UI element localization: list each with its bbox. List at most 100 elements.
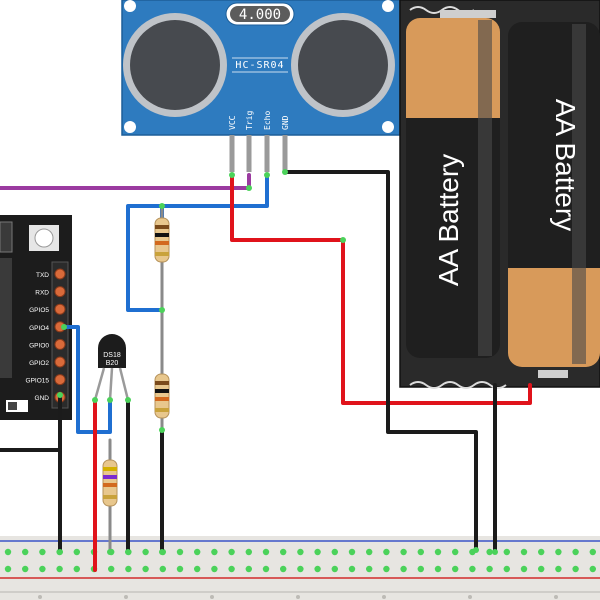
sensor-pin-labels: VCC Trig Echo GND [228,111,290,130]
breadboard-hole [159,565,166,573]
breadboard-hole [73,565,81,573]
battery-pack: AA Battery AA Battery [399,0,600,389]
breadboard-hole [142,565,149,573]
breadboard-hole [555,565,562,573]
wires [0,170,532,572]
breadboard-hole [572,548,579,556]
battery-cell-right: AA Battery [508,22,600,378]
resistor-middle [154,373,170,419]
breadboard-hole [108,565,115,573]
pin-label-gnd: GND [281,115,290,130]
board-pin-pad [54,338,66,350]
wire-purple-trig [0,173,251,190]
pin-header-left [0,258,12,378]
board-pin-label: GPIO0 [29,342,49,349]
breadboard-hole [417,565,424,573]
breadboard-hole [211,548,218,556]
breadboard-hole [469,565,476,573]
breadboard-hole [434,548,442,556]
breadboard-hole [4,565,12,573]
mount-hole-icon [382,121,394,133]
breadboard-hole [503,565,510,573]
breadboard-hole [382,595,386,599]
breadboard-hole [56,565,63,573]
breadboard-hole [73,548,81,556]
breadboard-hole [176,548,184,556]
breadboard-hole [280,548,287,556]
breadboard-hole [280,565,287,573]
board-pin-label: GPIO15 [26,378,50,385]
mount-hole-icon [382,0,394,12]
breadboard-hole [211,565,218,573]
pin-label-vcc: VCC [228,115,237,130]
breadboard-hole [245,565,252,573]
breadboard-hole [400,565,407,573]
breadboard-hole [366,548,373,556]
reset-button [29,225,59,251]
transducer-right [291,13,395,117]
breadboard-hole [383,565,390,573]
wire-blue-gpio4 [62,325,112,434]
breadboard-hole [538,548,545,556]
breadboard-hole [39,548,46,556]
switch [6,400,28,412]
breadboard-hole [452,548,459,556]
pin-label-echo: Echo [263,111,272,130]
breadboard-hole [296,595,300,599]
breadboard-hole [142,548,149,556]
board-pin-label: GND [35,395,50,402]
breadboard-hole [297,548,304,556]
pin-label-trig: Trig [245,111,254,130]
breadboard-hole [555,548,562,556]
breadboard-hole [589,548,596,556]
breadboard-hole [210,595,214,599]
breadboard-hole [331,548,338,556]
breadboard-hole [314,548,321,556]
breadboard-hole [468,595,472,599]
board-pin-label: TXD [36,272,49,279]
board-pin-pad [54,374,66,386]
resistor-top [154,217,170,263]
breadboard [0,536,600,600]
breadboard-hole [314,565,321,573]
board-pin-label: GPIO4 [29,325,49,332]
breadboard-hole [262,565,270,573]
breadboard-hole [366,565,373,573]
board-pin-label: GPIO5 [29,307,49,314]
breadboard-hole [486,548,493,556]
breadboard-hole [124,595,128,599]
breadboard-hole [348,565,356,573]
breadboard-hole [176,565,184,573]
crystal-label: 4.000 [239,7,281,23]
wire-blue-echo [126,173,269,312]
sensor-header-pins [229,135,288,172]
battery-label-right: AA Battery [550,99,581,231]
breadboard-hole [38,595,42,599]
mount-hole-icon [124,0,136,12]
board-pin-pad [54,268,66,280]
board-pin-pad [54,286,66,298]
breadboard-hole [194,565,201,573]
resistor-lower [102,459,118,507]
temperature-sensor: DS18 B20 [93,334,130,401]
breadboard-hole [554,595,558,599]
breadboard-hole [125,565,132,573]
battery-cell-left: AA Battery [406,10,500,358]
breadboard-hole [383,548,390,556]
crystal-oscillator: 4.000 [225,2,295,26]
board-pin-pad [54,356,66,368]
transducer-left [123,13,227,117]
board-pin-label: RXD [35,290,49,297]
breadboard-hole [572,565,579,573]
breadboard-hole [4,548,12,556]
breadboard-hole [245,548,252,556]
breadboard-hole [538,565,545,573]
breadboard-hole [262,548,270,556]
breadboard-hole [520,548,528,556]
breadboard-hole [520,565,528,573]
breadboard-hole [417,548,424,556]
breadboard-hole [228,548,235,556]
temp-sensor-label-line2: B20 [106,360,119,367]
